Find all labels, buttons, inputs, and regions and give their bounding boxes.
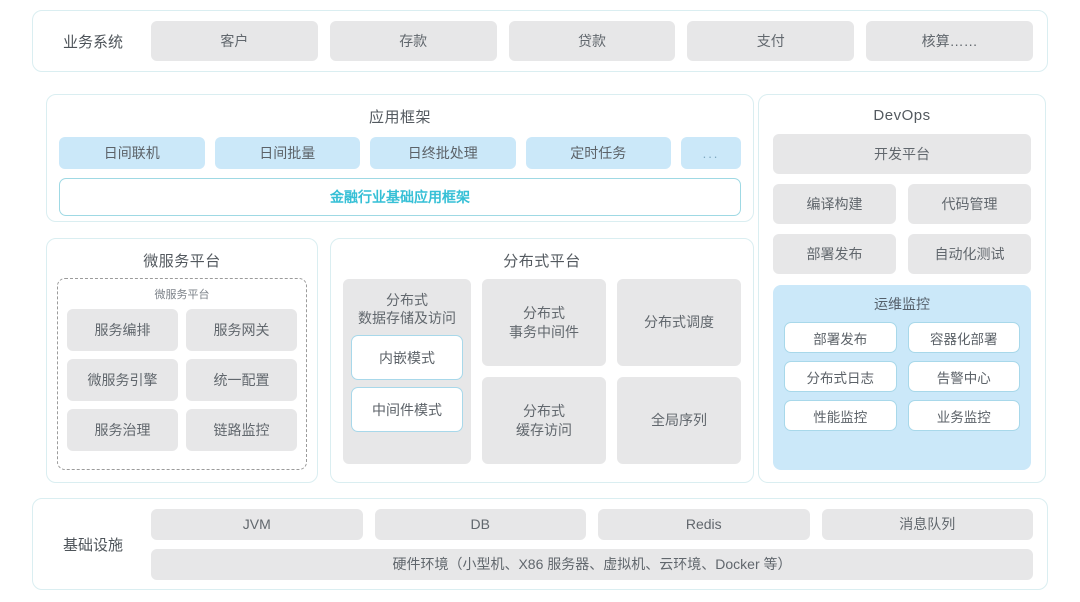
app-framework-tile-daytime-batch[interactable]: 日间批量 <box>214 137 360 169</box>
infrastructure-hardware-bar[interactable]: 硬件环境（小型机、X86 服务器、虚拟机、云环境、Docker 等） <box>151 548 1033 580</box>
app-framework-tile-eod-batch[interactable]: 日终批处理 <box>370 137 516 169</box>
distributed-tile-grid: 分布式事务中间件 分布式调度 分布式缓存访问 全局序列 <box>482 279 741 464</box>
devops-tile-code-management[interactable]: 代码管理 <box>908 184 1031 224</box>
ops-monitoring-title: 运维监控 <box>874 296 930 312</box>
devops-tile-dev-platform[interactable]: 开发平台 <box>773 134 1031 174</box>
infrastructure-tile-db[interactable]: DB <box>374 508 586 540</box>
infrastructure-tile-redis[interactable]: Redis <box>598 508 810 540</box>
ops-tile-alert-center[interactable]: 告警中心 <box>907 361 1020 392</box>
microservice-tile-grid: 服务编排 服务网关 微服务引擎 统一配置 服务治理 链路监控 <box>67 309 297 451</box>
microservice-platform-title: 微服务平台 <box>143 253 221 270</box>
business-system-tile-loan[interactable]: 贷款 <box>508 21 676 61</box>
storage-mode-middleware[interactable]: 中间件模式 <box>351 387 463 433</box>
microservice-tile-engine[interactable]: 微服务引擎 <box>67 359 178 401</box>
distributed-tile-cache-access-text: 分布式缓存访问 <box>516 402 572 438</box>
devops-tile-grid: 编译构建 代码管理 部署发布 自动化测试 <box>773 184 1031 274</box>
distributed-platform-body: 分布式 数据存储及访问 内嵌模式 中间件模式 分布式事务中间件 分布式调度 分布… <box>343 279 741 464</box>
app-framework-tile-more[interactable]: ... <box>681 137 741 169</box>
distributed-tile-transaction-middleware[interactable]: 分布式事务中间件 <box>482 279 606 366</box>
business-systems-label: 业务系统 <box>62 33 123 51</box>
devops-tile-deploy-release[interactable]: 部署发布 <box>773 234 896 274</box>
distributed-tile-cache-access[interactable]: 分布式缓存访问 <box>482 377 606 464</box>
business-system-tile-payment[interactable]: 支付 <box>687 21 855 61</box>
distributed-tile-scheduling[interactable]: 分布式调度 <box>617 279 741 366</box>
distributed-tile-global-sequence[interactable]: 全局序列 <box>617 377 741 464</box>
app-framework-tile-scheduled-task[interactable]: 定时任务 <box>525 137 671 169</box>
distributed-data-storage-group: 分布式 数据存储及访问 内嵌模式 中间件模式 <box>343 279 471 464</box>
microservice-tile-gateway[interactable]: 服务网关 <box>186 309 297 351</box>
distributed-tile-transaction-middleware-text: 分布式事务中间件 <box>509 304 579 340</box>
devops-title: DevOps <box>873 107 931 124</box>
microservice-platform-panel: 微服务平台 微服务平台 服务编排 服务网关 微服务引擎 统一配置 服务治理 链路… <box>46 238 318 483</box>
ops-monitoring-tile-grid: 部署发布 容器化部署 分布式日志 告警中心 性能监控 业务监控 <box>784 322 1020 431</box>
business-system-tile-accounting[interactable]: 核算…… <box>866 21 1033 61</box>
ops-tile-business-monitor[interactable]: 业务监控 <box>907 400 1020 431</box>
infrastructure-section: 基础设施 JVM DB Redis 消息队列 硬件环境（小型机、X86 服务器、… <box>32 498 1048 590</box>
distributed-platform-panel: 分布式平台 分布式 数据存储及访问 内嵌模式 中间件模式 分布式事务中间件 分布… <box>330 238 754 483</box>
infrastructure-tile-jvm[interactable]: JVM <box>151 508 363 540</box>
business-system-tile-deposit[interactable]: 存款 <box>329 21 497 61</box>
infrastructure-tile-row: JVM DB Redis 消息队列 <box>151 508 1033 540</box>
ops-tile-deploy-release[interactable]: 部署发布 <box>784 322 897 353</box>
devops-tile-compile-build[interactable]: 编译构建 <box>773 184 896 224</box>
business-systems-section: 业务系统 客户 存款 贷款 支付 核算…… <box>32 10 1048 72</box>
application-framework-tile-row: 日间联机 日间批量 日终批处理 定时任务 ... <box>59 137 741 169</box>
finance-base-framework-bar[interactable]: 金融行业基础应用框架 <box>59 178 741 216</box>
devops-panel: DevOps 开发平台 编译构建 代码管理 部署发布 自动化测试 运维监控 部署… <box>758 94 1046 483</box>
application-framework-panel: 应用框架 日间联机 日间批量 日终批处理 定时任务 ... 金融行业基础应用框架 <box>46 94 754 222</box>
storage-mode-embedded[interactable]: 内嵌模式 <box>351 335 463 381</box>
microservice-platform-dashed-group: 微服务平台 服务编排 服务网关 微服务引擎 统一配置 服务治理 链路监控 <box>57 278 307 470</box>
infrastructure-label: 基础设施 <box>62 536 123 554</box>
distributed-platform-title: 分布式平台 <box>503 253 581 270</box>
infrastructure-tile-message-queue[interactable]: 消息队列 <box>821 508 1033 540</box>
distributed-data-storage-label-line2: 数据存储及访问 <box>358 310 456 327</box>
distributed-data-storage-label: 分布式 数据存储及访问 <box>351 291 463 327</box>
devops-tile-automated-testing[interactable]: 自动化测试 <box>908 234 1031 274</box>
business-system-tile-customer[interactable]: 客户 <box>151 21 318 61</box>
microservice-platform-inner-label: 微服务平台 <box>154 289 210 301</box>
microservice-tile-governance[interactable]: 服务治理 <box>67 409 178 451</box>
microservice-tile-trace-monitor[interactable]: 链路监控 <box>186 409 297 451</box>
microservice-tile-orchestration[interactable]: 服务编排 <box>67 309 178 351</box>
infrastructure-content: JVM DB Redis 消息队列 硬件环境（小型机、X86 服务器、虚拟机、云… <box>151 508 1033 580</box>
ops-tile-distributed-log[interactable]: 分布式日志 <box>784 361 897 392</box>
distributed-data-storage-label-line1: 分布式 <box>386 292 428 308</box>
ops-tile-performance-monitor[interactable]: 性能监控 <box>784 400 897 431</box>
application-framework-title: 应用框架 <box>368 109 431 126</box>
ops-monitoring-group: 运维监控 部署发布 容器化部署 分布式日志 告警中心 性能监控 业务监控 <box>773 285 1031 470</box>
ops-tile-containerized-deploy[interactable]: 容器化部署 <box>907 322 1020 353</box>
microservice-tile-unified-config[interactable]: 统一配置 <box>186 359 297 401</box>
app-framework-tile-daytime-online[interactable]: 日间联机 <box>59 137 205 169</box>
